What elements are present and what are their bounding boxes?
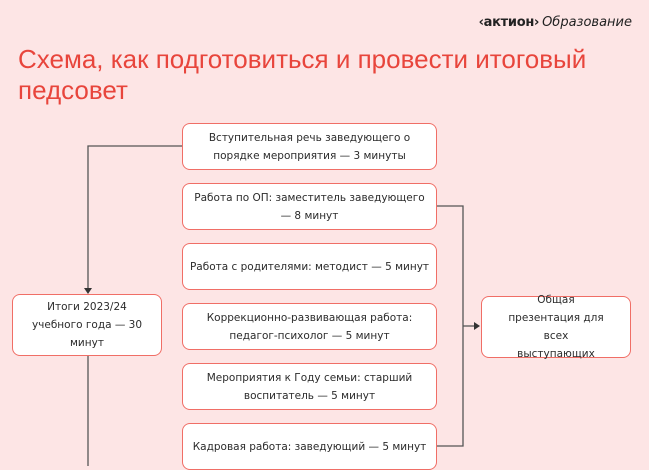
arrow-down-icon <box>84 288 92 294</box>
step-op-work: Работа по ОП: заместитель заведующего — … <box>182 183 437 230</box>
step-intro-speech: Вступительная речь заведующего о порядке… <box>182 123 437 170</box>
step-parents-work: Работа с родителями: методист — 5 минут <box>182 243 437 290</box>
aktion-logo: ‹актион›Образование <box>479 15 632 30</box>
step-hr-work: Кадровая работа: заведующий — 5 минут <box>182 423 437 470</box>
results-box: Итоги 2023/24 учебного года — 30 минут <box>12 294 162 356</box>
step-family-year: Мероприятия к Году семьи: старший воспит… <box>182 363 437 410</box>
connector-bracket <box>437 205 464 447</box>
connector-intro-to-results <box>87 145 182 288</box>
arrow-right-icon <box>474 322 480 330</box>
logo-brand: ‹актион› <box>478 15 540 30</box>
step-correction-work: Коррекционно-развивающая работа: педагог… <box>182 303 437 350</box>
page-title: Схема, как подготовиться и провести итог… <box>18 44 587 105</box>
logo-section: Образование <box>542 15 632 30</box>
presentation-box: Общая презентация для всех выступающих <box>481 294 631 360</box>
